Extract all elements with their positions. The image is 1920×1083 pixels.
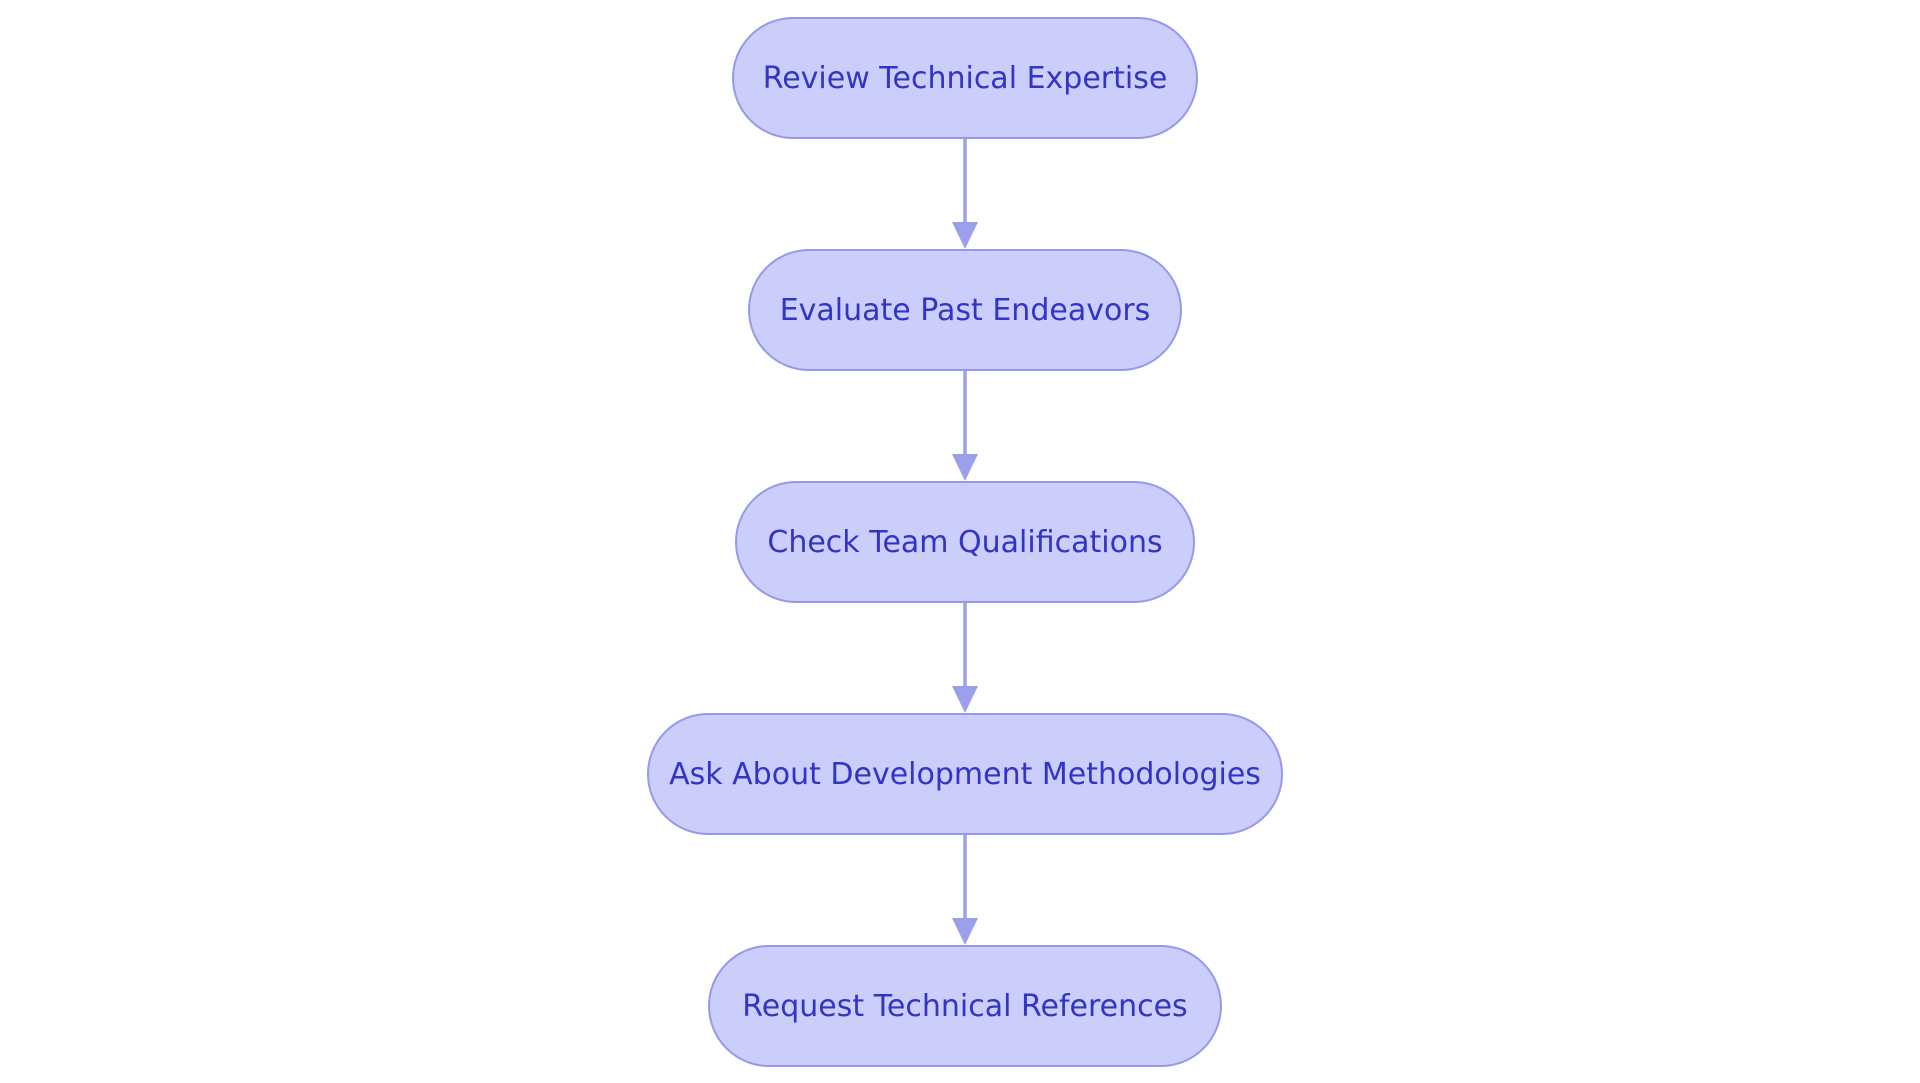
edge-check-to-ask: [952, 603, 978, 713]
edge-review-to-evaluate: [952, 139, 978, 249]
node-evaluate-past-endeavors: Evaluate Past Endeavors: [748, 249, 1182, 371]
node-review-technical-expertise: Review Technical Expertise: [732, 17, 1198, 139]
node-label: Check Team Qualifications: [767, 524, 1163, 560]
node-check-team-qualifications: Check Team Qualifications: [735, 481, 1195, 603]
node-ask-about-development-methodologies: Ask About Development Methodologies: [647, 713, 1283, 835]
node-label: Evaluate Past Endeavors: [779, 292, 1151, 328]
node-label: Review Technical Expertise: [762, 60, 1168, 96]
node-label: Request Technical References: [742, 988, 1188, 1024]
edge-ask-to-request: [952, 835, 978, 945]
node-request-technical-references: Request Technical References: [708, 945, 1222, 1067]
edge-evaluate-to-check: [952, 371, 978, 481]
node-label: Ask About Development Methodologies: [669, 756, 1261, 792]
